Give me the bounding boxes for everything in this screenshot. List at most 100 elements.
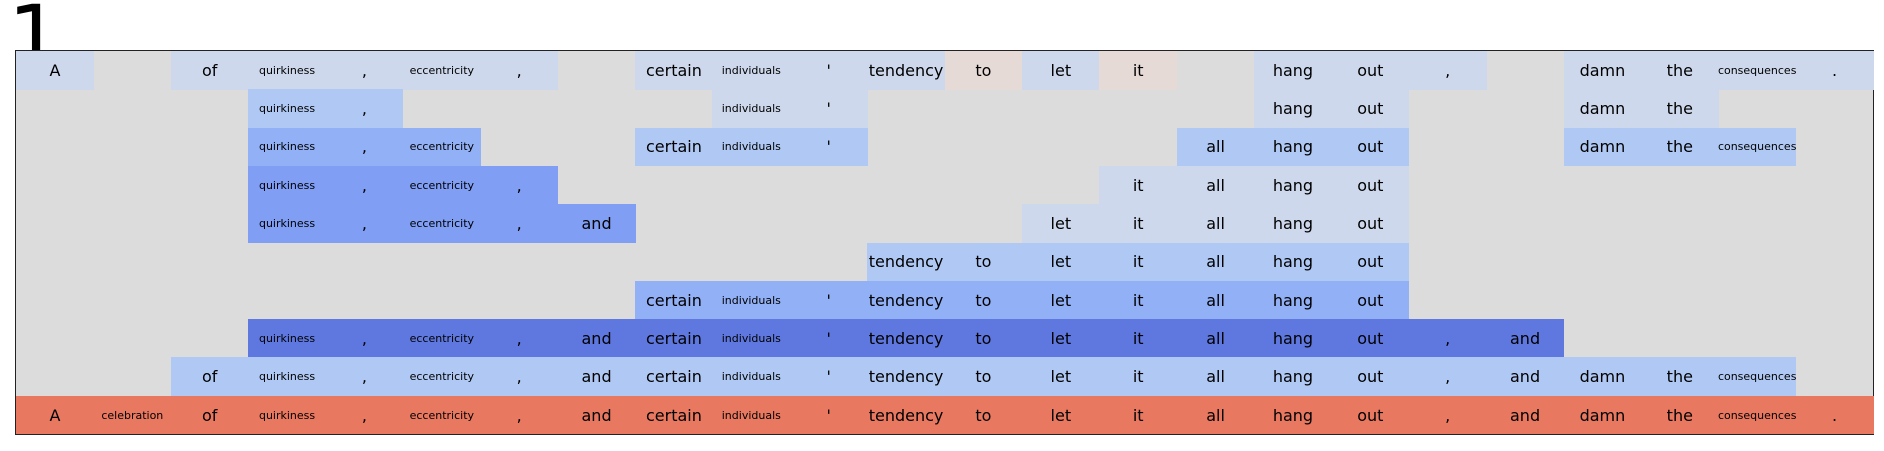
token-cell: individuals (712, 127, 791, 167)
token-cell: all (1176, 242, 1255, 282)
token-cell: certain (635, 127, 713, 167)
token-cell: , (480, 51, 559, 90)
token-cell: damn (1563, 357, 1642, 397)
token-cell: damn (1563, 395, 1642, 435)
token-cell: of (170, 395, 249, 435)
token-cell: it (1099, 165, 1178, 205)
token-cell: it (1099, 51, 1178, 90)
token-cell: ' (789, 51, 868, 90)
token-cell: damn (1563, 89, 1642, 129)
token-cell: certain (635, 280, 713, 320)
token-cell: , (325, 165, 404, 205)
token-cell: out (1331, 395, 1410, 435)
token-cell: hang (1254, 204, 1332, 243)
token-cell: and (1486, 357, 1564, 397)
token-cell: and (1486, 319, 1564, 358)
token-cell: , (480, 395, 559, 435)
token-cell: individuals (712, 319, 791, 358)
token-cell: , (325, 204, 404, 243)
token-cell: to (944, 51, 1023, 90)
token-cell: and (1486, 395, 1564, 435)
token-cell: A (16, 395, 94, 435)
token-cell: eccentricity (402, 395, 481, 435)
token-cell: to (944, 395, 1023, 435)
token-cell: . (1795, 395, 1874, 435)
token-cell: the (1640, 127, 1719, 167)
token-cell: individuals (712, 280, 791, 320)
token-cell: all (1176, 204, 1255, 243)
token-cell: all (1176, 319, 1255, 358)
token-cell: tendency (867, 357, 945, 397)
token-cell: , (480, 165, 559, 205)
token-cell: quirkiness (248, 395, 326, 435)
token-cell: to (944, 242, 1023, 282)
token-cell: quirkiness (248, 319, 326, 358)
token-cell: all (1176, 127, 1255, 167)
token-cell: ' (789, 127, 868, 167)
token-cell: to (944, 319, 1023, 358)
token-cell: hang (1254, 357, 1332, 397)
token-cell: consequences (1718, 127, 1797, 167)
token-cell: of (170, 51, 249, 90)
token-cell: out (1331, 242, 1410, 282)
token-cell: tendency (867, 280, 945, 320)
token-cell: , (1408, 51, 1487, 90)
token-cell: certain (635, 357, 713, 397)
token-cell: out (1331, 165, 1410, 205)
token-cell: eccentricity (402, 127, 481, 167)
token-cell: the (1640, 51, 1719, 90)
token-cell: quirkiness (248, 51, 326, 90)
token-cell: eccentricity (402, 165, 481, 205)
token-cell: , (325, 357, 404, 397)
token-cell: hang (1254, 280, 1332, 320)
token-cell: out (1331, 204, 1410, 243)
token-cell: eccentricity (402, 319, 481, 358)
token-cell: the (1640, 395, 1719, 435)
token-cell: , (480, 319, 559, 358)
token-cell: individuals (712, 51, 791, 90)
token-cell: tendency (867, 51, 945, 90)
token-cell: , (1408, 319, 1487, 358)
token-cell: quirkiness (248, 127, 326, 167)
token-cell: tendency (867, 395, 945, 435)
token-cell: individuals (712, 357, 791, 397)
token-cell: , (480, 357, 559, 397)
token-cell: and (557, 357, 636, 397)
token-cell: all (1176, 165, 1255, 205)
token-cell: hang (1254, 395, 1332, 435)
token-cell: hang (1254, 89, 1332, 129)
token-cell: quirkiness (248, 165, 326, 205)
token-cell: ' (789, 89, 868, 129)
token-cell: , (1408, 395, 1487, 435)
token-cell: quirkiness (248, 89, 326, 129)
token-cell: eccentricity (402, 204, 481, 243)
token-cell: certain (635, 51, 713, 90)
token-cell: it (1099, 280, 1178, 320)
token-cell: celebration (93, 395, 172, 435)
token-cell: consequences (1718, 357, 1797, 397)
token-cell: hang (1254, 319, 1332, 358)
token-cell: ' (789, 395, 868, 435)
token-cell: , (325, 127, 404, 167)
token-cell: out (1331, 280, 1410, 320)
token-cell: quirkiness (248, 204, 326, 243)
token-cell: hang (1254, 242, 1332, 282)
token-cell: it (1099, 357, 1178, 397)
token-cell: out (1331, 357, 1410, 397)
token-cell: tendency (867, 242, 945, 282)
token-cell: and (557, 395, 636, 435)
token-cell: let (1021, 51, 1100, 90)
token-cell: tendency (867, 319, 945, 358)
token-cell: to (944, 280, 1023, 320)
token-cell: out (1331, 319, 1410, 358)
token-cell: quirkiness (248, 357, 326, 397)
token-cell: , (480, 204, 559, 243)
token-cell: hang (1254, 127, 1332, 167)
token-cell: out (1331, 51, 1410, 90)
token-cell: eccentricity (402, 357, 481, 397)
token-cell: out (1331, 127, 1410, 167)
token-cell: let (1021, 319, 1100, 358)
token-cell: consequences (1718, 395, 1797, 435)
token-cell: let (1021, 280, 1100, 320)
